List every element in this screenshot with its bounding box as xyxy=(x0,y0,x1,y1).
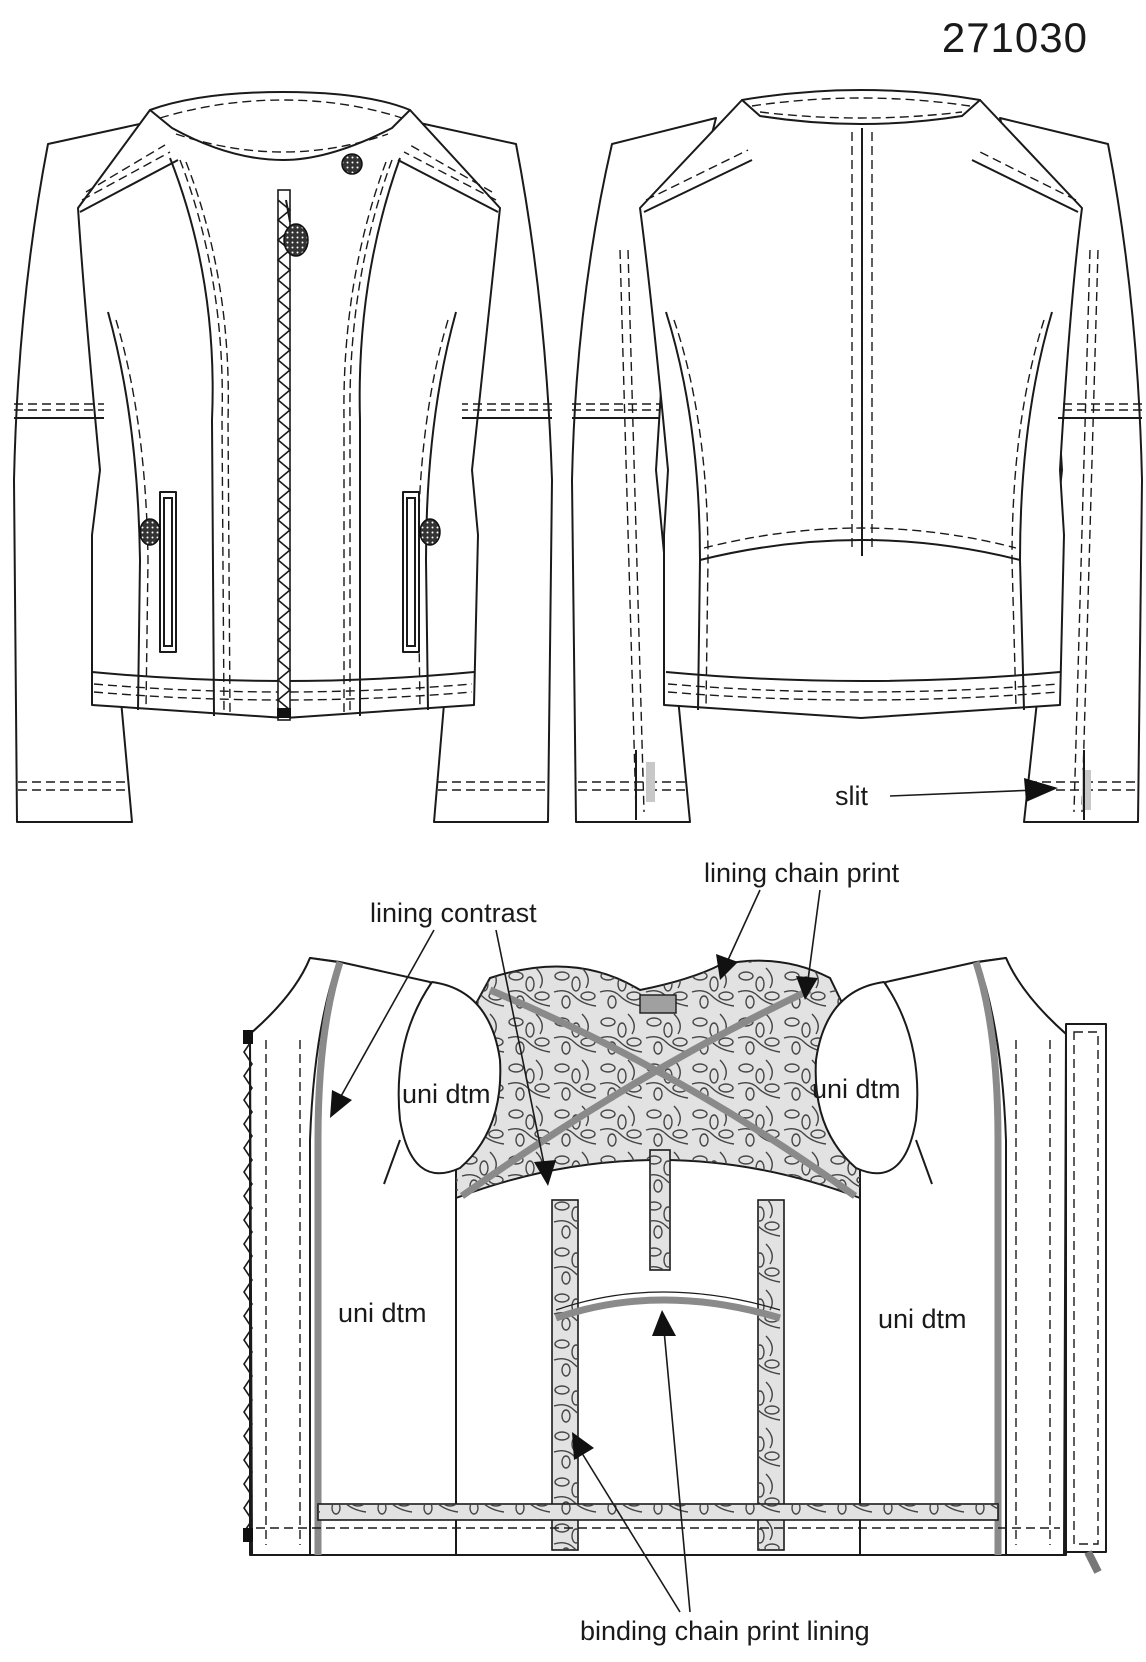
slit-marker-right xyxy=(1082,770,1091,810)
front-collar xyxy=(149,91,411,161)
front-left-sleeve xyxy=(13,119,159,823)
slit-label: slit xyxy=(835,781,868,811)
uni-dtm-label-armhole-left: uni dtm xyxy=(402,1079,491,1109)
zipper-pull-icon xyxy=(283,223,309,257)
front-view xyxy=(13,91,553,823)
pocket-pull-icon-right xyxy=(419,518,441,546)
uni-dtm-label-left: uni dtm xyxy=(338,1298,427,1328)
left-armhole xyxy=(397,981,502,1175)
slit-marker-left xyxy=(646,762,655,802)
uni-dtm-label-armhole-right: uni dtm xyxy=(812,1074,901,1104)
uni-dtm-label-right: uni dtm xyxy=(878,1304,967,1334)
collar-button-icon xyxy=(341,153,363,175)
right-armhole xyxy=(814,981,919,1175)
back-collar xyxy=(741,89,981,125)
lining-contrast-label: lining contrast xyxy=(370,898,537,928)
back-view xyxy=(571,89,1143,823)
lining-chain-print-label: lining chain print xyxy=(704,858,900,888)
binding-chain-print-lining-label: binding chain print lining xyxy=(580,1616,870,1646)
back-right-sleeve xyxy=(999,117,1143,823)
style-number: 271030 xyxy=(941,14,1088,61)
front-right-sleeve xyxy=(405,119,553,823)
back-left-sleeve xyxy=(571,117,717,823)
label-patch xyxy=(639,994,677,1014)
lining-view xyxy=(243,957,1107,1574)
pocket-pull-icon-left xyxy=(139,518,161,546)
